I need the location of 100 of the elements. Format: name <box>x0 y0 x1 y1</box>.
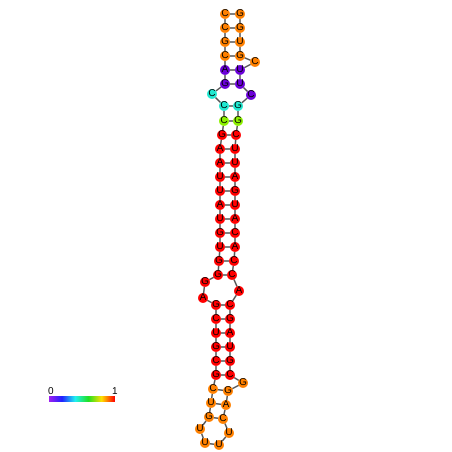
nucleotide-circle: A <box>230 242 240 252</box>
backbone-line <box>219 196 221 200</box>
backbone-line <box>202 286 206 294</box>
backbone-line <box>215 324 217 328</box>
nucleotide-circle: G <box>211 370 221 380</box>
base-pair-line <box>230 27 235 29</box>
scale-label: 0 <box>48 387 54 397</box>
base-pair-line <box>225 176 230 178</box>
backbone-line <box>236 126 238 130</box>
nucleotide-circle: G <box>214 256 224 266</box>
nucleotide-circle: C <box>225 370 235 380</box>
nucleotide-circle: C <box>219 101 229 111</box>
backbone-line <box>219 154 221 158</box>
backbone-line <box>218 266 220 270</box>
nucleotide-circle: A <box>234 286 244 296</box>
nucleotide-circle: G <box>220 37 230 47</box>
backbone-line <box>234 224 236 228</box>
base-pair-line <box>221 304 225 306</box>
backbone-line <box>215 366 217 370</box>
nucleotide-circle: C <box>246 90 256 100</box>
backbone-line <box>219 238 221 242</box>
backbone-line <box>239 19 241 23</box>
backbone-line <box>232 266 234 270</box>
base-pair-line <box>216 402 222 406</box>
backbone-line <box>229 366 231 370</box>
nucleotide-circle: U <box>230 144 240 154</box>
backbone-line <box>202 420 207 426</box>
nucleotide-circle: C <box>219 116 229 126</box>
backbone-line <box>220 140 222 144</box>
nucleotide-circle: G <box>238 378 248 388</box>
base-pair-line <box>221 360 225 362</box>
backbone-line <box>200 433 204 439</box>
backbone-line <box>237 111 239 116</box>
nucleotide-circle: G <box>235 51 245 61</box>
backbone-line <box>234 196 236 200</box>
nucleotide-circle: A <box>220 65 230 75</box>
backbone-line <box>234 168 236 172</box>
backbone-line <box>219 224 221 228</box>
nucleotide-circle: C <box>250 57 260 67</box>
backbone-line <box>234 252 236 256</box>
backbone-line <box>234 210 236 214</box>
base-pair-line <box>225 148 230 150</box>
nucleotide-circle: C <box>211 314 221 324</box>
nucleotide-circle: U <box>206 398 216 408</box>
backbone-line <box>215 310 217 314</box>
nucleotide-circle: C <box>220 23 230 33</box>
nucleotide-circle: A <box>230 214 240 224</box>
nucleotide-circle: G <box>230 186 240 196</box>
base-pair-line <box>223 274 227 276</box>
nucleotide-circle: U <box>235 37 245 47</box>
backbone-line <box>224 423 228 429</box>
nucleotide-circle: G <box>215 228 225 238</box>
nucleotide-circle: G <box>223 386 233 396</box>
nucleotide-circle: C <box>207 89 217 99</box>
backbone-line <box>224 75 226 79</box>
base-pair-line <box>229 105 233 107</box>
base-pair-line <box>221 374 225 376</box>
backbone-line <box>208 408 212 412</box>
nucleotide-circle: U <box>195 424 205 434</box>
nucleotide-circle: G <box>235 23 245 33</box>
nucleotide-circle: U <box>215 242 225 252</box>
nucleotide-circle: G <box>220 79 230 89</box>
backbone-line <box>241 98 248 104</box>
backbone-line <box>229 310 231 314</box>
nucleotide-circle: A <box>198 293 208 303</box>
base-pair-line <box>225 232 230 234</box>
nucleotide-circle: C <box>231 130 241 140</box>
backbone-line <box>239 33 241 37</box>
backbone-line <box>226 396 228 400</box>
nucleotide-circle: U <box>214 440 224 450</box>
nucleotide-circle: G <box>225 356 235 366</box>
backbone-line <box>223 410 226 414</box>
nucleotide-circle: C <box>208 384 218 394</box>
nucleotide-circle: U <box>215 186 225 196</box>
backbone-line <box>229 324 231 328</box>
nucleotide-circle: G <box>225 314 235 324</box>
nucleotide-circle: U <box>230 158 240 168</box>
backbone-line <box>219 182 221 186</box>
base-pair-line <box>230 83 235 85</box>
base-pair-line <box>230 69 235 71</box>
nucleotide-circle: A <box>230 172 240 182</box>
base-pair-line <box>230 41 235 43</box>
backbone-line <box>234 154 236 158</box>
base-pair-line <box>229 120 233 122</box>
nucleotide-circle: U <box>224 428 234 438</box>
base-pair-line <box>225 204 230 206</box>
backbone-line <box>224 33 226 37</box>
backbone-line <box>229 352 231 356</box>
nucleotide-circle: C <box>229 256 239 266</box>
nucleotide-circle: C <box>220 51 230 61</box>
nucleotide-circle: A <box>215 158 225 168</box>
nucleotide-circle: U <box>225 342 235 352</box>
backbone-line <box>234 376 240 382</box>
nucleotide-circle: C <box>220 9 230 19</box>
backbone-line <box>222 436 226 442</box>
backbone-line <box>216 86 222 92</box>
base-pair-line <box>221 318 225 320</box>
nucleotide-circle: U <box>215 172 225 182</box>
nucleotide-circle: G <box>233 101 243 111</box>
nucleotide-circle: U <box>211 328 221 338</box>
